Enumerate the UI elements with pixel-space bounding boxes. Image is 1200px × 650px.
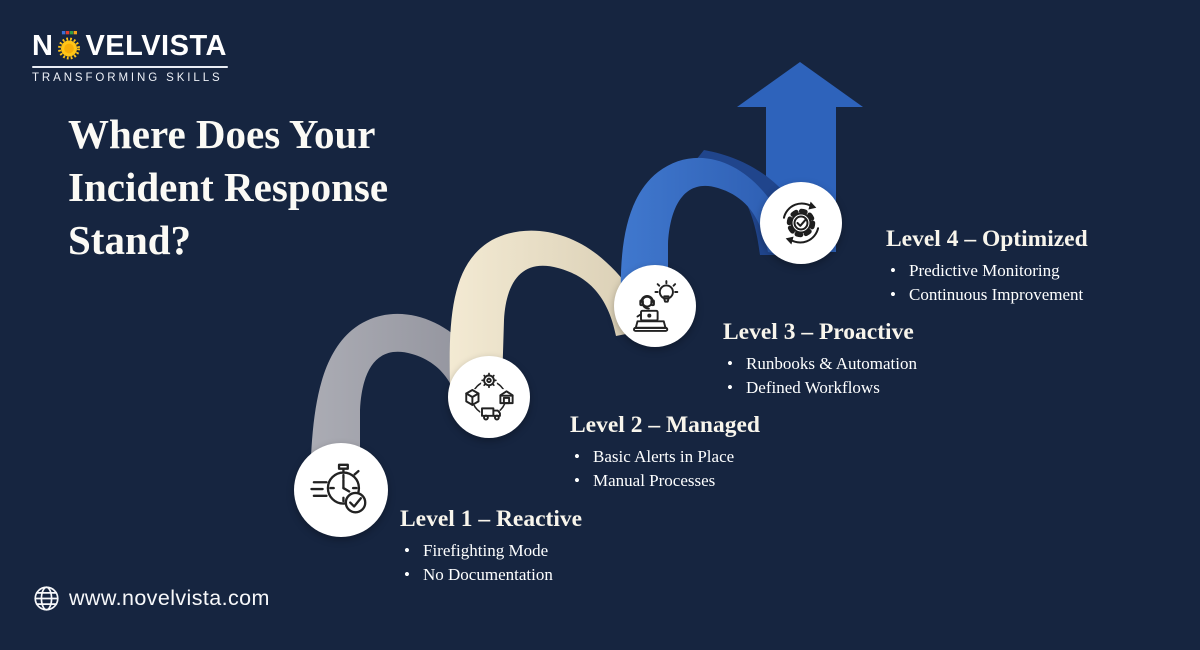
brand-logo: N VELVISTA TRANSFORMING SKILLS <box>32 30 228 84</box>
title-line: Where Does Your <box>68 111 376 157</box>
logo-text-first: N <box>32 29 54 62</box>
website-url: www.novelvista.com <box>69 586 270 610</box>
level-2-heading: Level 2 – Managed <box>570 412 760 438</box>
title-line: Incident Response <box>68 164 389 210</box>
title-line: Stand? <box>68 217 192 263</box>
level-1-heading: Level 1 – Reactive <box>400 506 583 532</box>
logo-tagline: TRANSFORMING SKILLS <box>32 72 223 84</box>
gear-check-cycle-icon <box>782 201 820 245</box>
level-2-bullet: Manual Processes <box>570 469 760 493</box>
page-title: Where Does Your Incident Response Stand? <box>68 108 388 267</box>
logo-divider <box>32 66 228 68</box>
stopwatch-speed-icon <box>310 463 367 514</box>
level-2-badge <box>448 356 530 438</box>
level-3-heading: Level 3 – Proactive <box>723 319 914 345</box>
level-2-bullet: Basic Alerts in Place <box>570 445 760 469</box>
level-1-bullet: No Documentation <box>400 563 582 587</box>
level-1-bullets: Firefighting Mode No Documentation <box>400 539 582 587</box>
level-3-bullet: Defined Workflows <box>723 376 917 400</box>
level-3-bullet: Runbooks & Automation <box>723 352 917 376</box>
footer: www.novelvista.com <box>33 585 270 612</box>
level-4-heading: Level 4 – Optimized <box>886 226 1088 252</box>
level-3-badge <box>614 265 696 347</box>
level-4-bullet: Predictive Monitoring <box>886 259 1088 283</box>
logo-text-rest: VELVISTA <box>85 29 227 62</box>
level-1-bullet: Firefighting Mode <box>400 539 582 563</box>
level-4-bullets: Predictive Monitoring Continuous Improve… <box>886 259 1088 307</box>
level-4-block: Level 4 – Optimized Predictive Monitorin… <box>886 227 1088 307</box>
level-3-block: Level 3 – Proactive Runbooks & Automatio… <box>723 320 917 400</box>
ribbon-cream <box>449 230 646 385</box>
globe-icon <box>34 586 59 611</box>
support-idea-icon <box>633 280 679 332</box>
level-4-badge <box>760 182 842 264</box>
logistics-cycle-icon <box>463 372 515 421</box>
level-4-bullet: Continuous Improvement <box>886 283 1088 307</box>
level-1-block: Level 1 – Reactive Firefighting Mode No … <box>400 507 582 587</box>
level-2-bullets: Basic Alerts in Place Manual Processes <box>570 445 760 493</box>
level-2-block: Level 2 – Managed Basic Alerts in Place … <box>570 413 760 493</box>
level-1-badge <box>294 443 388 537</box>
level-3-bullets: Runbooks & Automation Defined Workflows <box>723 352 917 400</box>
sun-medal-icon <box>58 31 81 60</box>
